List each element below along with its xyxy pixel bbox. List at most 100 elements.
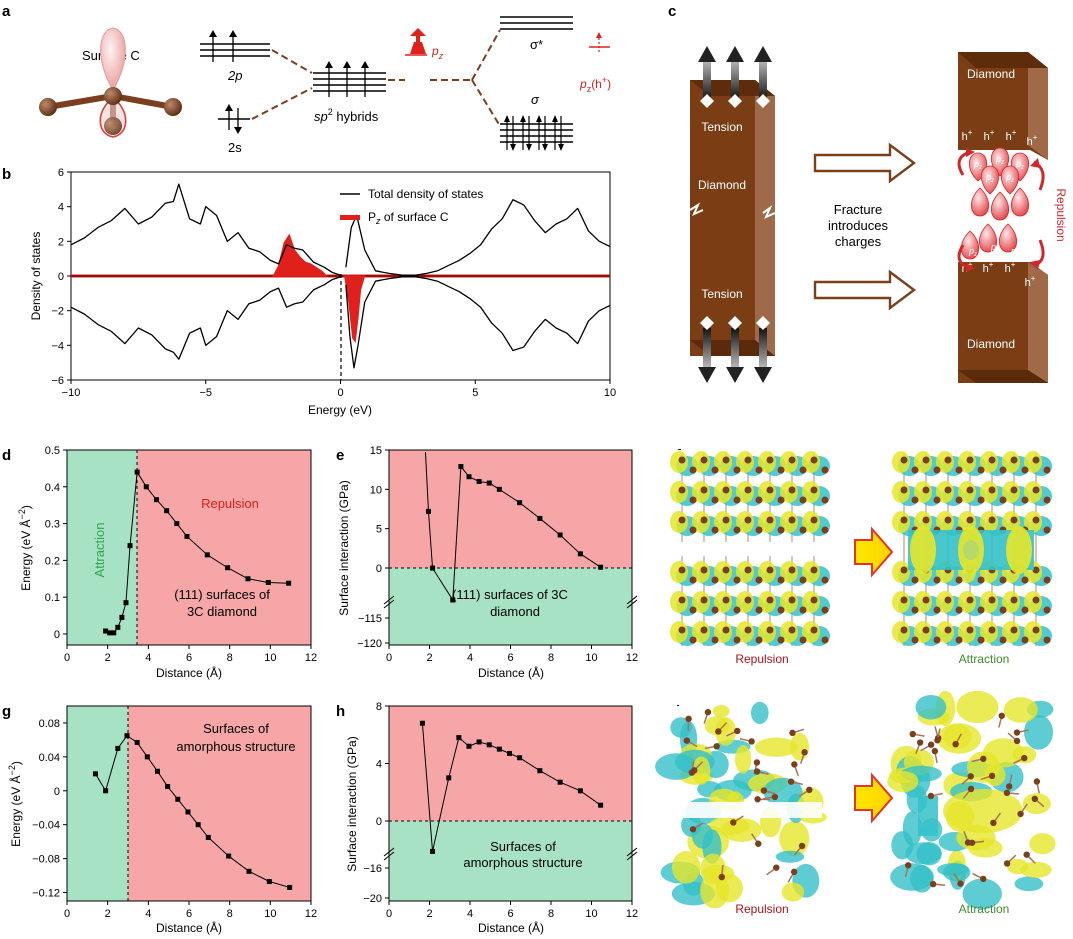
e-x-tick-label: 10 <box>585 652 597 664</box>
hole-charge-label: h+ <box>962 128 973 143</box>
carbon-atom <box>689 636 697 644</box>
tension-arrowhead-up <box>726 46 744 62</box>
h-data-point <box>419 720 425 726</box>
carbon-atom <box>748 738 755 745</box>
carbon-atom <box>733 466 741 474</box>
yellow-isosurface <box>1024 511 1042 533</box>
h-data-point <box>577 788 583 794</box>
carbon-atom <box>755 840 762 847</box>
yellow-isosurface <box>714 511 732 533</box>
yellow-isosurface <box>736 511 754 533</box>
yellow-isosurface-bridge <box>910 526 936 574</box>
b-y-tick-label: −2 <box>51 306 64 318</box>
legend-total-label: Total density of states <box>368 187 483 201</box>
carbon-atom <box>718 873 725 881</box>
yellow-isosurface <box>735 745 752 774</box>
tension-anchor-top <box>700 94 714 108</box>
carbon-atom <box>678 516 686 524</box>
yellow-isosurface <box>1002 621 1020 643</box>
carbon-atom <box>1043 606 1051 614</box>
b-legend: Total density of states Pz of surface C <box>340 187 483 226</box>
yellow-isosurface <box>887 770 919 793</box>
carbon-atom <box>755 606 763 614</box>
carbon-atom <box>777 606 785 614</box>
d-data-point <box>143 484 149 490</box>
panel-a: Surface C 2p 2s <box>39 16 611 155</box>
carbon-atom <box>689 496 697 504</box>
carbon-atom <box>777 636 785 644</box>
h-x-tick-label: 12 <box>626 908 638 920</box>
yellow-isosurface <box>936 591 954 613</box>
carbon-atom <box>689 576 697 584</box>
e-data-point <box>466 474 472 480</box>
yellow-isosurface <box>892 591 910 613</box>
tension-arrow-shaft-up <box>759 55 767 100</box>
yellow-isosurface <box>714 561 732 583</box>
carbon-atom <box>966 456 974 464</box>
carbon-atom <box>900 626 908 634</box>
pz-orbital-lobe <box>960 230 980 260</box>
carbon-atom-bottom <box>104 117 122 135</box>
carbon-atom <box>977 636 985 644</box>
h-x-tick-label: 8 <box>548 908 554 920</box>
carbon-atom <box>980 755 987 763</box>
g-data-point <box>124 733 130 739</box>
panel-letter-a: a <box>2 3 11 20</box>
carbon-atom <box>788 566 796 574</box>
carbon-atom <box>1010 626 1018 634</box>
e-data-point <box>496 486 502 492</box>
pz-level: pz <box>405 28 444 61</box>
carbon-atom <box>905 862 912 869</box>
h-data-point <box>598 802 604 808</box>
carbon-atom <box>1043 496 1051 504</box>
carbon-atom <box>700 626 708 634</box>
carbon-atom <box>1043 466 1051 474</box>
d-x-tick-label: 12 <box>305 652 317 664</box>
carbon-atom <box>999 576 1007 584</box>
yellow-isosurface <box>802 451 820 473</box>
d-x-tick-label: 8 <box>227 652 233 664</box>
carbon-atom <box>980 875 987 883</box>
carbon-atom <box>966 596 974 604</box>
total-dos-line <box>70 276 341 360</box>
h-y-tick-label: 8 <box>376 701 382 713</box>
yellow-isosurface <box>780 621 798 643</box>
carbon-atom <box>810 626 818 634</box>
d-y-tick-label: 0.4 <box>45 482 60 494</box>
e-y-tick-label: −120 <box>357 638 382 650</box>
carbon-atom <box>922 516 930 524</box>
yellow-isosurface <box>758 591 776 613</box>
carbon-atom <box>787 778 795 785</box>
e-data-point <box>476 478 482 484</box>
g-data-point <box>185 809 191 815</box>
carbon-atom <box>755 496 763 504</box>
tension-anchor-bottom <box>700 316 714 330</box>
g-data-point <box>226 853 232 859</box>
carbon-atom <box>977 496 985 504</box>
panel-letter-d: d <box>2 447 11 464</box>
d-data-point <box>123 600 129 606</box>
panel-letter-c: c <box>668 3 676 20</box>
carbon-atom <box>1003 860 1011 867</box>
b-y-label: Density of states <box>29 232 43 321</box>
pz-orbital-label: pz <box>1005 172 1014 184</box>
g-x-tick-label: 2 <box>105 908 111 920</box>
g-data-point <box>205 834 211 840</box>
carbon-atom <box>753 768 761 775</box>
total-dos-line <box>70 183 341 276</box>
carbon-atom <box>821 606 829 614</box>
yellow-isosurface <box>802 511 820 533</box>
carbon-atom <box>900 456 908 464</box>
yellow-isosurface <box>670 451 688 473</box>
sigma-down-arrowhead <box>526 144 532 151</box>
carbon-atom <box>900 596 908 604</box>
h-data-point <box>430 848 436 854</box>
carbon-atom <box>922 626 930 634</box>
d-attraction-region <box>67 450 137 645</box>
carbon-atom <box>999 606 1007 614</box>
f-repulsion-image <box>670 450 830 648</box>
g-attraction-region <box>67 706 128 901</box>
yellow-isosurface <box>914 591 932 613</box>
yellow-isosurface <box>692 591 710 613</box>
carbon-atom <box>744 516 752 524</box>
